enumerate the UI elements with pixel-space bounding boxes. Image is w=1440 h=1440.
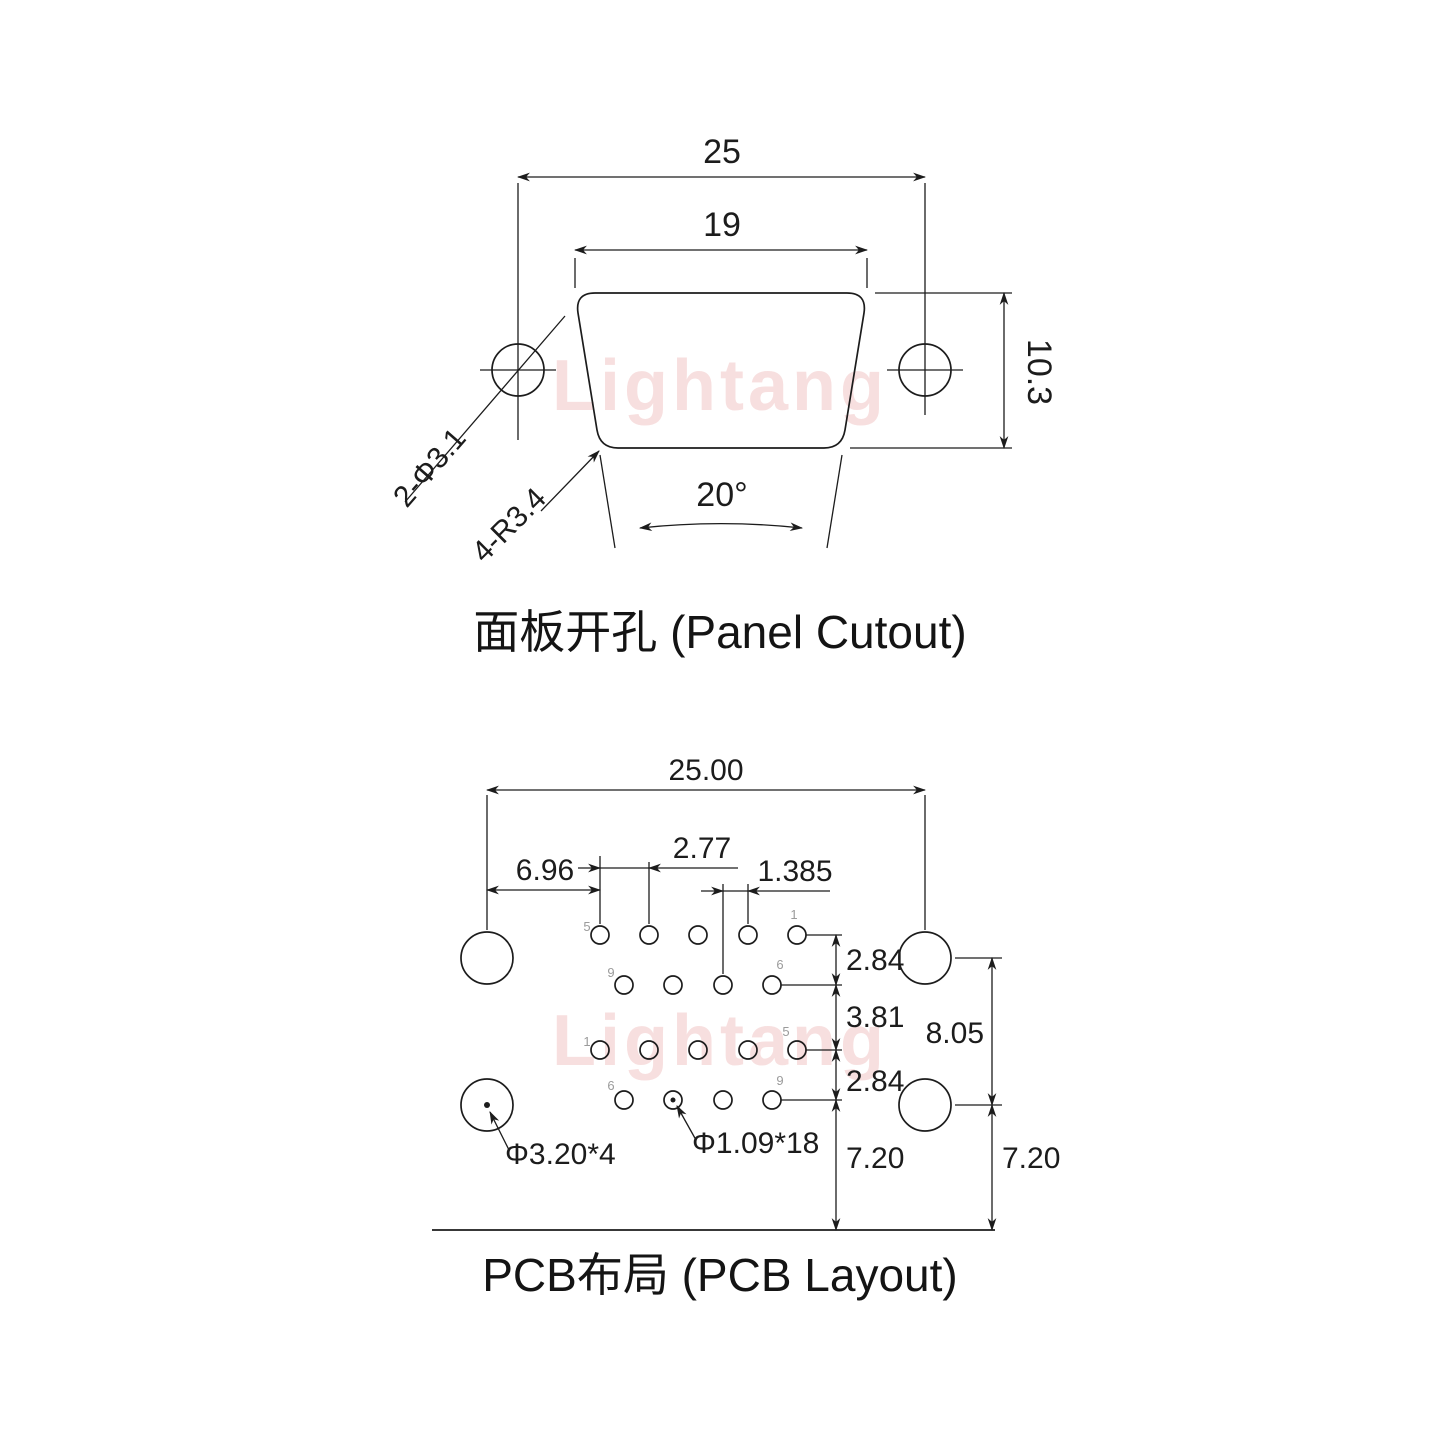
dim-left-offset-text: 6.96 bbox=[516, 854, 574, 887]
watermark-top: Lightang bbox=[552, 346, 888, 426]
dim-outer-width-text: 25 bbox=[703, 133, 741, 171]
dim-pitch-text: 2.77 bbox=[673, 832, 731, 865]
pin-label-row2-right: 6 bbox=[776, 957, 783, 972]
pcb-mount-hole-bottom-left-center bbox=[484, 1102, 490, 1108]
watermark-bottom: Lightang bbox=[552, 1001, 888, 1081]
label-pin-hole-text: Φ1.09*18 bbox=[692, 1127, 819, 1160]
dim-outer-width: 25 bbox=[516, 133, 927, 182]
dim-angle-group: 20° bbox=[599, 454, 843, 549]
label-corner-radius-group: 4-R3.4 bbox=[466, 450, 600, 569]
pin-label-row4-right: 9 bbox=[776, 1073, 783, 1088]
dim-bottom-right-text: 7.20 bbox=[1002, 1142, 1060, 1175]
dim-pcb-width-text: 25.00 bbox=[668, 754, 743, 787]
pin-row-4 bbox=[614, 1090, 782, 1110]
label-corner-radius-text: 4-R3.4 bbox=[466, 482, 553, 569]
dim-bottom-right: 7.20 bbox=[987, 1103, 1060, 1232]
dim-bottom-mid-text: 7.20 bbox=[846, 1142, 904, 1175]
dim-left-offset: 6.96 bbox=[485, 854, 602, 895]
dim-pitch: 2.77 bbox=[578, 832, 738, 924]
dim-height: 10.3 bbox=[850, 291, 1058, 450]
dim-angle-text: 20° bbox=[696, 476, 747, 514]
pin-row-2 bbox=[614, 975, 782, 995]
dim-half-pitch-text: 1.385 bbox=[757, 855, 832, 888]
label-mount-holes-group: 2-Φ3.1 bbox=[387, 315, 566, 513]
panel-mount-hole-left bbox=[480, 183, 556, 440]
pin-row-1 bbox=[590, 925, 807, 945]
panel-cutout-title: 面板开孔 (Panel Cutout) bbox=[473, 606, 966, 658]
dim-row-gap-bottom-text: 2.84 bbox=[846, 1065, 904, 1098]
dim-row-gap-mid-text: 3.81 bbox=[846, 1001, 904, 1034]
pin-label-row3-right: 5 bbox=[782, 1024, 789, 1039]
pin-label-row4-left: 6 bbox=[607, 1078, 614, 1093]
dim-row-gap-top-text: 2.84 bbox=[846, 944, 904, 977]
pcb-layout-view: 5 1 9 6 1 5 6 9 25.00 6.96 2.77 bbox=[432, 754, 1060, 1301]
dim-height-text: 10.3 bbox=[1020, 339, 1058, 405]
label-mount-hole-group: Φ3.20*4 bbox=[489, 1111, 616, 1171]
label-pin-hole-group: Φ1.09*18 bbox=[676, 1105, 819, 1160]
dsub-outline bbox=[576, 292, 866, 449]
panel-mount-hole-right bbox=[887, 183, 963, 415]
dim-mount-span-text: 8.05 bbox=[926, 1017, 984, 1050]
pcb-mount-hole-top-left bbox=[460, 931, 514, 985]
pcb-mount-hole-top-right bbox=[898, 931, 952, 985]
dim-inner-width-text: 19 bbox=[703, 206, 741, 244]
dim-mount-span: 8.05 bbox=[926, 956, 1002, 1107]
pcb-mount-hole-bottom-left bbox=[460, 1078, 514, 1132]
pin-label-row1-right: 1 bbox=[790, 907, 797, 922]
dim-bottom-mid: 7.20 bbox=[831, 1098, 904, 1232]
pin-row-3 bbox=[590, 1040, 807, 1060]
label-mount-hole-text: Φ3.20*4 bbox=[505, 1138, 616, 1171]
pin-label-row2-left: 9 bbox=[607, 965, 614, 980]
label-mount-holes-text: 2-Φ3.1 bbox=[387, 422, 472, 513]
pcb-layout-title: PCB布局 (PCB Layout) bbox=[482, 1249, 957, 1301]
pcb-mount-hole-bottom-right bbox=[898, 1078, 952, 1132]
dim-half-pitch: 1.385 bbox=[701, 855, 833, 974]
pin-label-row3-left: 1 bbox=[583, 1034, 590, 1049]
dim-pcb-width: 25.00 bbox=[485, 754, 927, 930]
pin-label-row1-left: 5 bbox=[583, 919, 590, 934]
dim-row-gaps: 2.84 3.81 2.84 bbox=[781, 933, 904, 1102]
dim-inner-width: 19 bbox=[573, 206, 869, 288]
